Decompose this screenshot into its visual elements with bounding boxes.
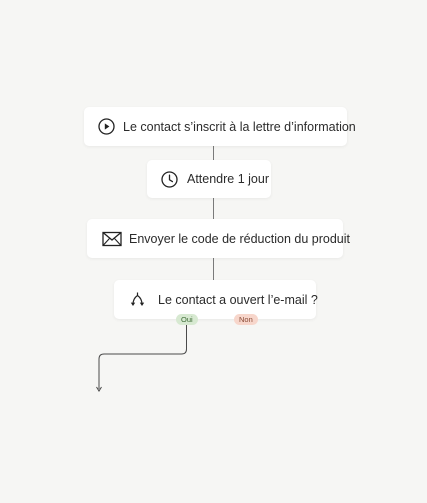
step-label: Envoyer le code de réduction du produit <box>129 231 350 246</box>
step-label: Le contact a ouvert l’e-mail ? <box>158 292 318 307</box>
step-trigger-newsletter-signup[interactable]: Le contact s’inscrit à la lettre d’infor… <box>84 107 356 146</box>
envelope-icon <box>102 231 122 247</box>
step-label: Le contact s’inscrit à la lettre d’infor… <box>123 119 356 134</box>
step-label: Attendre 1 jour <box>187 172 269 186</box>
step-condition-email-opened[interactable]: Le contact a ouvert l’e-mail ? <box>114 280 318 319</box>
connector-yes-branch <box>98 325 187 389</box>
step-send-discount-email[interactable]: Envoyer le code de réduction du produit <box>87 219 350 258</box>
branch-no-badge[interactable]: Non <box>234 314 258 325</box>
arrowhead-yes-branch <box>96 386 102 392</box>
branch-yes-badge[interactable]: Oui <box>176 314 198 325</box>
step-wait-one-day[interactable]: Attendre 1 jour <box>147 160 271 198</box>
split-arrows-icon <box>129 291 146 308</box>
clock-icon <box>161 170 178 188</box>
play-circle-icon <box>98 118 115 135</box>
